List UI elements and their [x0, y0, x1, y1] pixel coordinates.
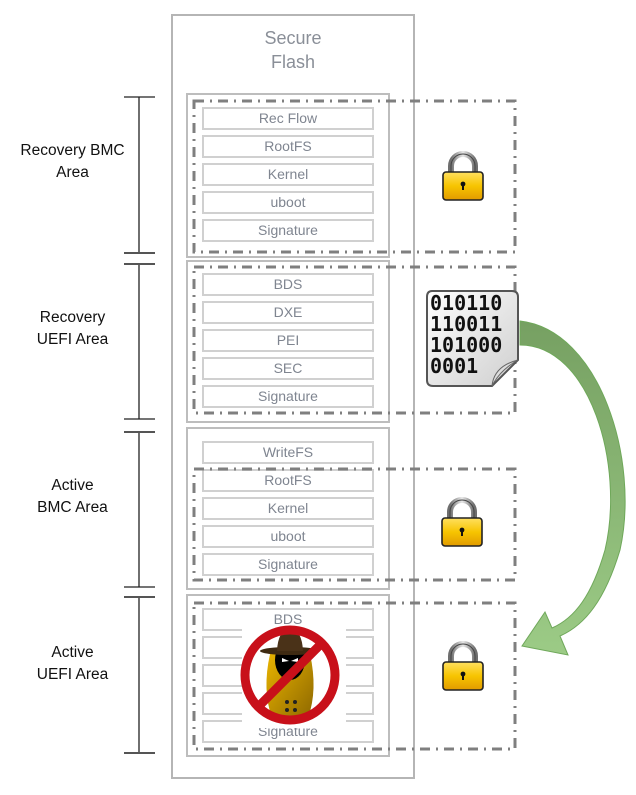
cell-uboot: uboot: [202, 525, 374, 548]
secure-flash-container: [171, 14, 415, 779]
label-active-uefi-area: Active UEFI Area: [36, 644, 109, 683]
cell-rec-flow: Rec Flow: [202, 107, 374, 130]
cell-bds: BDS: [202, 273, 374, 296]
lock-icon: [443, 154, 483, 200]
bracket-recovery-bmc: [124, 96, 155, 254]
active-uefi-region: [186, 594, 390, 757]
binary-line-4: 0001: [430, 354, 478, 378]
cell-signature: Signature: [202, 385, 374, 408]
cell-rootfs: RootFS: [202, 469, 374, 492]
binary-line-1: 010110: [430, 291, 502, 315]
cell-writefs: WriteFS: [202, 441, 374, 464]
no-spy-icon: [240, 625, 346, 728]
protected-frame-active-bmc: [192, 467, 517, 582]
label-recovery-uefi-area: Recovery UEFI Area: [36, 309, 109, 348]
cell-signature: Signature: [202, 219, 374, 242]
binary-file-icon: 010110 110011 101000 0001: [426, 290, 519, 387]
lock-icon: [442, 500, 482, 546]
protected-frame-recovery-bmc: [192, 99, 517, 254]
cell-dxe: DXE: [202, 301, 374, 324]
cell-kernel: Kernel: [202, 497, 374, 520]
bracket-active-uefi: [124, 596, 155, 754]
cell-sec: SEC: [202, 357, 374, 380]
cell-signature: Signature: [202, 553, 374, 576]
binary-line-3: 101000: [430, 333, 502, 357]
cell-pei: PEI: [202, 329, 374, 352]
bracket-active-bmc: [124, 431, 155, 588]
lock-icon: [443, 644, 483, 690]
update-arrow-icon: [519, 320, 626, 656]
recovery-uefi-region: [186, 260, 390, 423]
protected-frame-active-uefi: [192, 601, 517, 751]
cell-rootfs: RootFS: [202, 135, 374, 158]
cell-kernel: Kernel: [202, 163, 374, 186]
binary-line-2: 110011: [430, 312, 502, 336]
recovery-bmc-region: [186, 93, 390, 258]
label-active-bmc-area: Active BMC Area: [37, 477, 108, 516]
cell-uboot: uboot: [202, 191, 374, 214]
active-bmc-region: [186, 427, 390, 590]
label-recovery-bmc-area: Recovery BMC Area: [20, 142, 125, 181]
secure-flash-title: Secure Flash: [264, 28, 322, 72]
bracket-recovery-uefi: [124, 263, 155, 420]
